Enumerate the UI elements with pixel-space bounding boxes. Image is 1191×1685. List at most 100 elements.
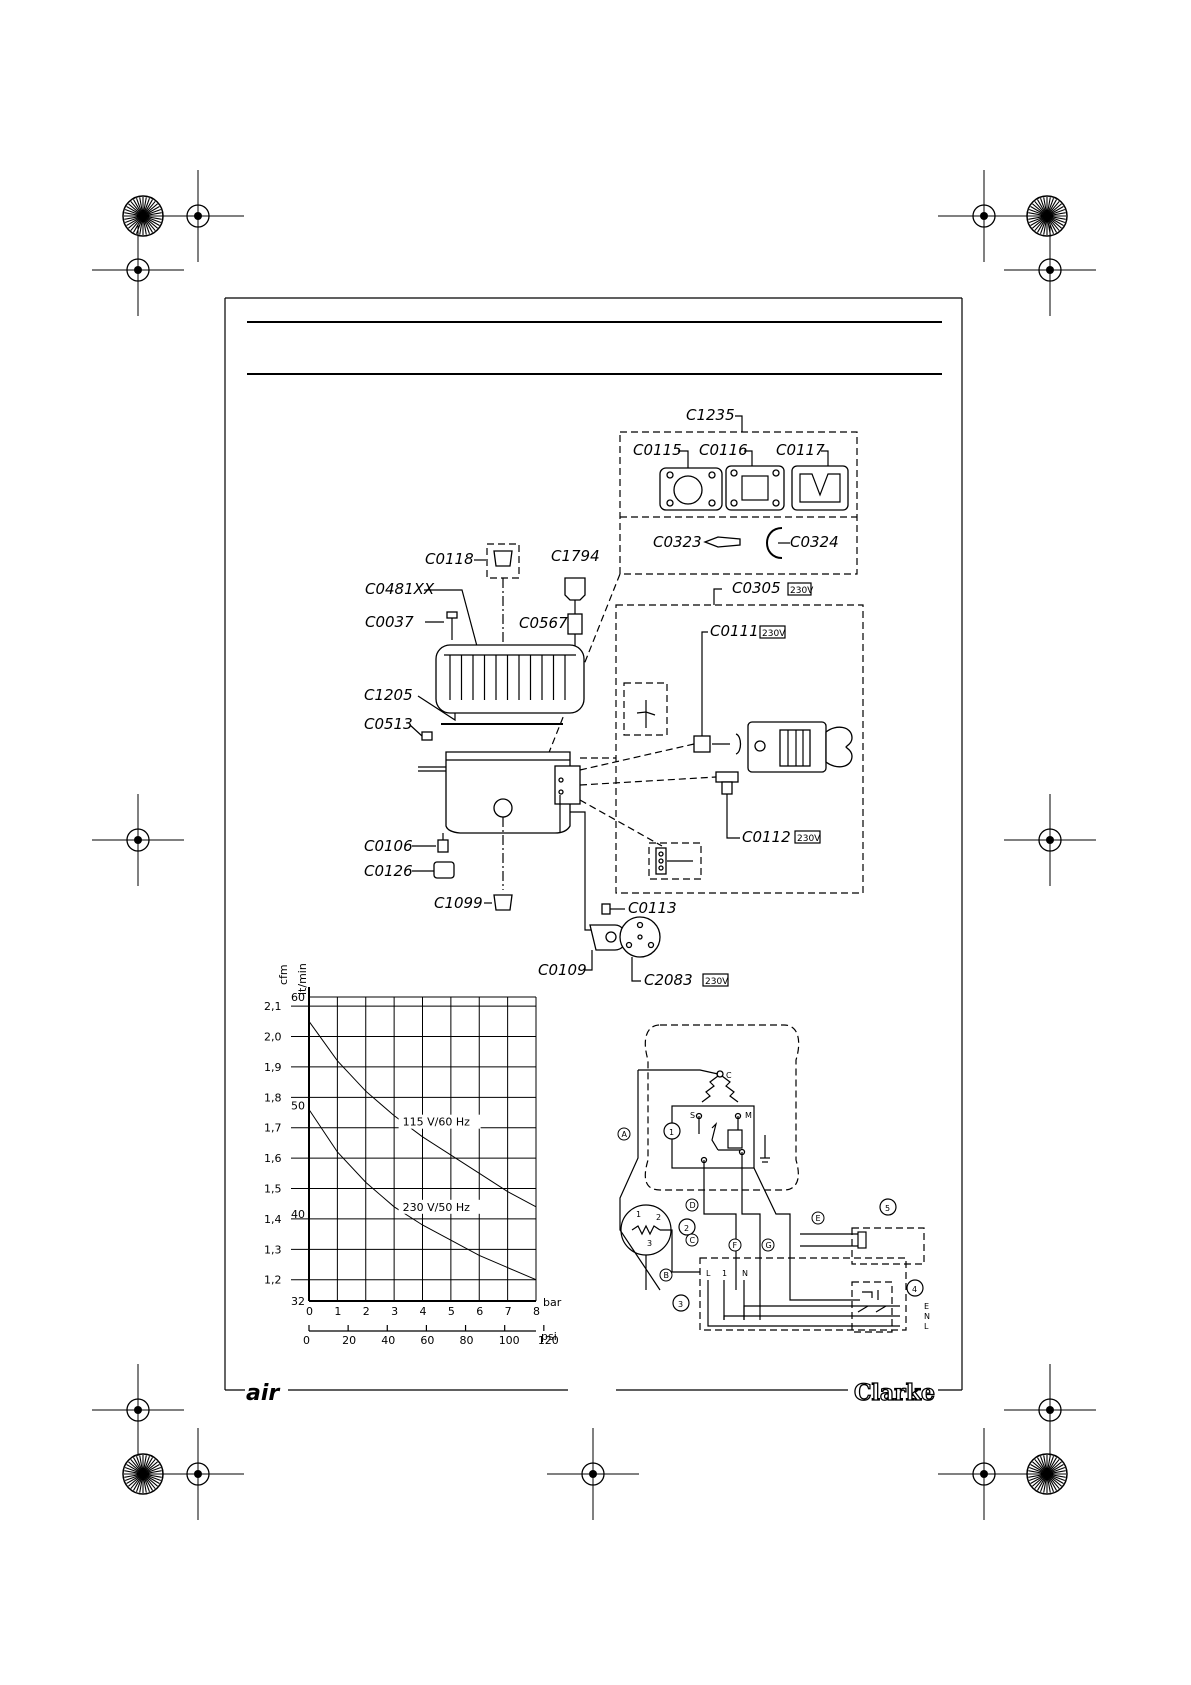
reed-valve-c0323 — [703, 536, 741, 548]
brand-logo-clarke: Clarke — [854, 1380, 935, 1406]
svg-text:230V: 230V — [705, 977, 729, 987]
crosshair-bl-2 — [152, 1428, 244, 1520]
plug-c0118 — [493, 550, 513, 567]
svg-text:B: B — [664, 1271, 670, 1280]
wire-tag-E: E — [811, 1211, 825, 1225]
kit-box-c1235 — [619, 431, 858, 575]
y-tick-cfm: 1,5 — [264, 1183, 282, 1196]
x-tick-bar: 2 — [363, 1305, 370, 1318]
label-c0112: C0112 — [742, 828, 791, 846]
x-tick-psi: 20 — [342, 1334, 356, 1347]
star-target-br — [1026, 1453, 1068, 1495]
svg-text:L: L — [706, 1269, 711, 1278]
y-tick-cfm: 1,8 — [264, 1091, 282, 1104]
label-c1099: C1099 — [434, 894, 483, 912]
x-tick-bar: 1 — [334, 1305, 341, 1318]
series-label-2: 230 V/50 Hz — [403, 1201, 470, 1214]
x-tick-psi: 40 — [381, 1334, 395, 1347]
y-tick-cfm: 1,4 — [264, 1213, 282, 1226]
svg-text:D: D — [690, 1201, 696, 1210]
label-c1205: C1205 — [364, 686, 413, 704]
x-tick-psi: 60 — [420, 1334, 434, 1347]
x-axis-label-bar: bar — [543, 1296, 562, 1309]
crosshair-mr — [1004, 794, 1096, 886]
wiring-callout-5: 5 — [879, 1198, 897, 1216]
x-tick-psi: 100 — [499, 1334, 520, 1347]
label-c0115: C0115 — [633, 441, 682, 459]
y-tick-cfm: 1,2 — [264, 1274, 282, 1287]
svg-text:C: C — [726, 1071, 732, 1080]
switch-box-4 — [851, 1281, 893, 1333]
series-label-bg — [398, 1199, 481, 1214]
fitting-c0567 — [567, 613, 583, 635]
y-tick-cfm: 1,3 — [264, 1243, 282, 1256]
crosshair-bl-1 — [92, 1364, 184, 1456]
crosshair-tl-1 — [152, 170, 244, 262]
pressure-switch-box — [699, 1257, 907, 1331]
label-c0111: C0111 — [710, 622, 759, 640]
svg-text:1: 1 — [669, 1128, 674, 1137]
label-c0109: C0109 — [538, 961, 587, 979]
reed-c0324 — [766, 527, 783, 559]
wire-tag-D: D — [685, 1198, 699, 1212]
wire-tag-F: F — [728, 1238, 742, 1252]
crosshair-br-1 — [1004, 1364, 1096, 1456]
screw-c0113 — [601, 903, 611, 915]
filter-c1794 — [564, 577, 586, 601]
svg-text:N: N — [742, 1269, 748, 1278]
svg-text:1: 1 — [722, 1269, 727, 1278]
clip-c0513 — [421, 731, 433, 741]
page-frame — [224, 297, 963, 1390]
star-target-bl — [122, 1453, 164, 1495]
wire-tag-C: C — [685, 1233, 699, 1247]
winding-s — [701, 1075, 719, 1103]
svg-text:3: 3 — [647, 1239, 652, 1248]
y-tick-ltmin: 60 — [291, 991, 305, 1004]
cylinder-head-c0481xx — [435, 644, 585, 714]
svg-text:A: A — [622, 1130, 628, 1139]
svg-text:3: 3 — [678, 1300, 683, 1309]
valve-plate-c0116 — [725, 465, 785, 511]
crosshair-tr-1 — [938, 170, 1030, 262]
label-c0324: C0324 — [790, 533, 839, 551]
label-c0481xx: C0481XX — [365, 580, 435, 598]
svg-text:230V: 230V — [762, 629, 786, 639]
label-c0567: C0567 — [519, 614, 568, 632]
capacitor-c2083 — [619, 916, 661, 958]
y-axis-label-cfm: cfm — [277, 964, 290, 985]
motor-outline — [644, 1024, 800, 1191]
crosshair-tl-2 — [92, 224, 184, 316]
x-tick-psi: 120 — [538, 1334, 559, 1347]
exploded-parts-drawing: C1235 C0115 C0116 C0117 C0323 — [364, 406, 864, 989]
svg-text:M: M — [745, 1111, 752, 1120]
wire-tag-G: G — [761, 1238, 775, 1252]
x-tick-bar: 6 — [476, 1305, 483, 1318]
wire-tag-B: B — [659, 1268, 673, 1282]
gasket-c0115 — [659, 467, 723, 511]
svg-text:1: 1 — [636, 1210, 641, 1219]
y-tick-ltmin: 50 — [291, 1100, 305, 1113]
gasket-c0117 — [791, 465, 849, 511]
label-c0117: C0117 — [776, 441, 825, 459]
wire-tag-A: A — [617, 1127, 631, 1141]
screw-c0037 — [446, 611, 458, 640]
x-tick-bar: 8 — [533, 1305, 540, 1318]
svg-text:C: C — [690, 1236, 696, 1245]
crosshair-ml — [92, 794, 184, 886]
footer: air Clarke — [225, 1379, 962, 1407]
series-label-bg — [398, 1114, 481, 1129]
x-tick-psi: 0 — [303, 1334, 310, 1347]
svg-text:L: L — [924, 1322, 929, 1331]
svg-text:2: 2 — [684, 1224, 689, 1233]
crosshair-bc — [547, 1428, 639, 1520]
svg-text:E: E — [924, 1302, 929, 1311]
svg-text:2: 2 — [656, 1213, 661, 1222]
label-c0106: C0106 — [364, 837, 413, 855]
x-tick-bar: 7 — [505, 1305, 512, 1318]
x-tick-bar: 4 — [420, 1305, 427, 1318]
y-tick-ltmin: 40 — [291, 1208, 305, 1221]
